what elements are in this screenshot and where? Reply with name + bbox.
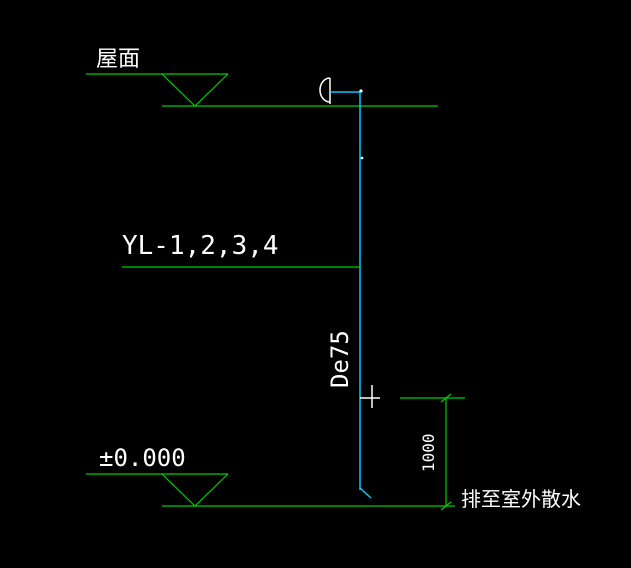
ground-level-marker: ±0.000 [86,444,455,507]
roof-label: 屋面 [96,47,140,72]
outlet-note: 排至室外散水 [461,487,581,511]
roof-drain-icon [319,77,363,104]
rain-pipe-riser [359,92,372,499]
ground-elevation-label: ±0.000 [99,444,186,472]
pipe-clamp-dot [360,156,364,160]
roof-elevation-triangle [161,73,229,107]
pipe-label: YL-1,2,3,4 [122,231,279,261]
pipe-diameter-label: De75 [326,330,354,388]
pipe-outlet-elbow [359,487,372,499]
roof-level-marker: 屋面 [86,47,438,107]
dimension-1000: 1000 [400,393,465,511]
cleanout-icon [360,385,380,408]
pipe-label-leader: YL-1,2,3,4 [122,231,360,268]
ground-elevation-triangle [161,473,229,507]
dimension-label: 1000 [419,433,438,472]
